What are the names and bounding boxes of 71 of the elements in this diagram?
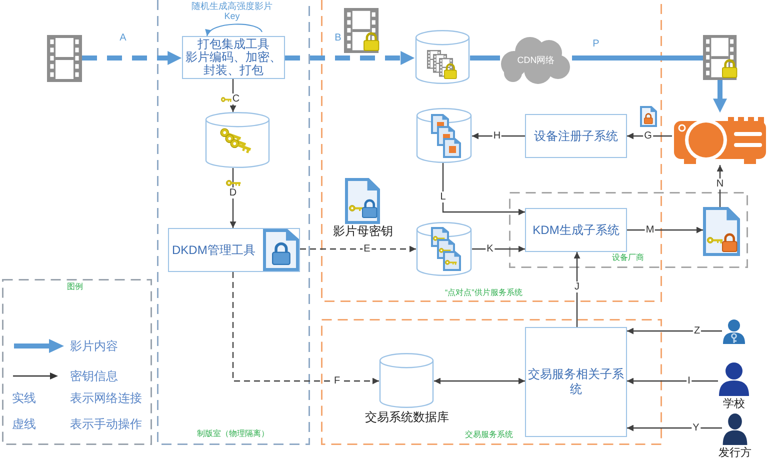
- box-title: 打包集成工具: [198, 38, 270, 51]
- arrow: [627, 132, 672, 140]
- arrow: [442, 163, 525, 216]
- edge-label: Y: [692, 422, 700, 434]
- edge-label: D: [228, 188, 238, 198]
- edge-label: J: [574, 282, 580, 292]
- arrow: [285, 51, 415, 65]
- process-box: [168, 228, 300, 272]
- arrow: [472, 246, 525, 252]
- legend-label: 影片内容: [70, 339, 118, 353]
- edge-label: B: [334, 32, 342, 44]
- region-label: 交易服务系统: [465, 430, 513, 440]
- region-label: “点对点”供片服务系统: [445, 288, 522, 298]
- cylinder-label: 交易系统数据库: [364, 410, 450, 424]
- box-text: DKDM管理工具: [172, 242, 256, 258]
- region-label: 设备厂商: [612, 253, 644, 263]
- arrow: [232, 272, 379, 384]
- edge-label: K: [486, 244, 494, 254]
- edge-label: M: [644, 224, 656, 236]
- database-cylinder: [416, 222, 472, 276]
- edge-label: A: [118, 32, 128, 44]
- arrow: [627, 328, 722, 334]
- edge-label: H: [492, 130, 502, 142]
- database-cylinder: [415, 30, 470, 84]
- edge-label: I: [686, 376, 692, 386]
- cloud: CDN网络: [500, 31, 572, 86]
- arrow: [713, 80, 727, 113]
- process-box: KDM生成子系统: [525, 208, 627, 252]
- line-type-text: 虚线: [12, 417, 36, 431]
- process-box: 交易服务相关子系统: [525, 327, 627, 437]
- note-text: 表示网络连接: [70, 391, 142, 405]
- arrow: [230, 168, 236, 228]
- edge-label: N: [715, 178, 725, 190]
- note-text: 表示手动操作: [70, 417, 142, 431]
- connector: [572, 56, 703, 60]
- region-frame: [509, 192, 748, 268]
- connector: [470, 56, 500, 60]
- edge-label: Z: [692, 326, 702, 336]
- arrow: [206, 24, 262, 36]
- legend-title: 图例: [67, 282, 83, 292]
- edge-label: C: [231, 94, 241, 104]
- film-icon: [47, 35, 82, 82]
- legend-label: 密钥信息: [70, 369, 118, 383]
- arrow: [472, 132, 525, 140]
- database-cylinder: [416, 108, 472, 163]
- arrow: [574, 252, 580, 327]
- line-type-text: 实线: [12, 391, 36, 405]
- process-box: 设备注册子系统: [525, 114, 627, 158]
- icon-caption: 影片母密钥: [333, 224, 393, 238]
- key-file-icon: [703, 207, 740, 256]
- arrow: [82, 51, 182, 65]
- person-icon: [722, 319, 746, 344]
- arrow: [627, 378, 718, 384]
- edge-label: E: [362, 244, 372, 254]
- edge-label: F: [332, 376, 342, 386]
- arrow: [434, 378, 525, 384]
- edge-label: G: [643, 130, 653, 142]
- box-text: 影片编码、加密、封装、打包: [184, 51, 282, 77]
- person-label: 学校: [722, 398, 746, 411]
- process-box: [182, 36, 285, 79]
- locked-film-icon: [703, 35, 738, 80]
- arrow: [627, 424, 722, 432]
- edge-label: P: [592, 38, 600, 50]
- arrow: [627, 226, 703, 234]
- edge-label: L: [439, 192, 447, 202]
- arrow: [716, 165, 724, 207]
- arrow: [300, 246, 416, 252]
- region-frame: [321, 319, 662, 445]
- database-cylinder: [205, 112, 270, 168]
- region-label: 制版室（物理隔离）: [197, 429, 269, 439]
- person-label: 发行方: [718, 447, 752, 460]
